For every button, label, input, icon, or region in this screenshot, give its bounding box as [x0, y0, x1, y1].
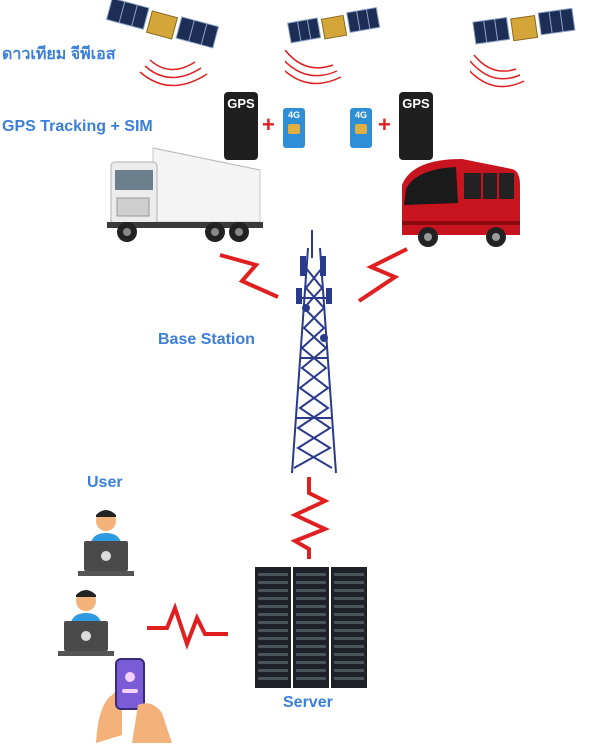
signal-user-server-icon: [147, 602, 228, 650]
user-laptop-icon: [78, 510, 134, 576]
gps-tracker-device-left: GPS: [224, 92, 258, 160]
satellite-label: ดาวเทียม จีพีเอส: [2, 46, 116, 63]
smartphone-hand-icon: [96, 658, 172, 743]
signal-tower-server-icon: [290, 477, 331, 559]
plus-sign-left: +: [262, 112, 275, 137]
satellite-middle-icon: [285, 6, 381, 85]
signal-bus-tower-icon: [357, 247, 408, 303]
sim-card-text: 4G: [354, 110, 367, 120]
sim-card-text: 4G: [287, 110, 300, 120]
signal-truck-tower-icon: [219, 253, 279, 299]
satellite-right-icon: [470, 7, 576, 88]
gps-tracker-device-right: GPS: [399, 92, 433, 160]
server-label: Server: [283, 694, 333, 711]
sim-card-right-icon: 4G: [350, 108, 372, 148]
gps-device-text: GPS: [402, 96, 430, 111]
gps-device-text: GPS: [227, 96, 255, 111]
gps-tracking-label: GPS Tracking + SIM: [2, 118, 153, 135]
user-label: User: [87, 474, 123, 491]
truck-icon: [107, 147, 263, 242]
user-laptop-icon-2: [58, 590, 114, 656]
base-station-tower-icon: [291, 230, 337, 474]
server-rack-icon: [255, 567, 367, 688]
plus-sign-right: +: [378, 112, 391, 137]
satellite-left-icon: [105, 0, 220, 87]
bus-icon: [402, 159, 520, 247]
sim-card-left-icon: 4G: [283, 108, 305, 148]
base-station-label: Base Station: [158, 331, 255, 348]
